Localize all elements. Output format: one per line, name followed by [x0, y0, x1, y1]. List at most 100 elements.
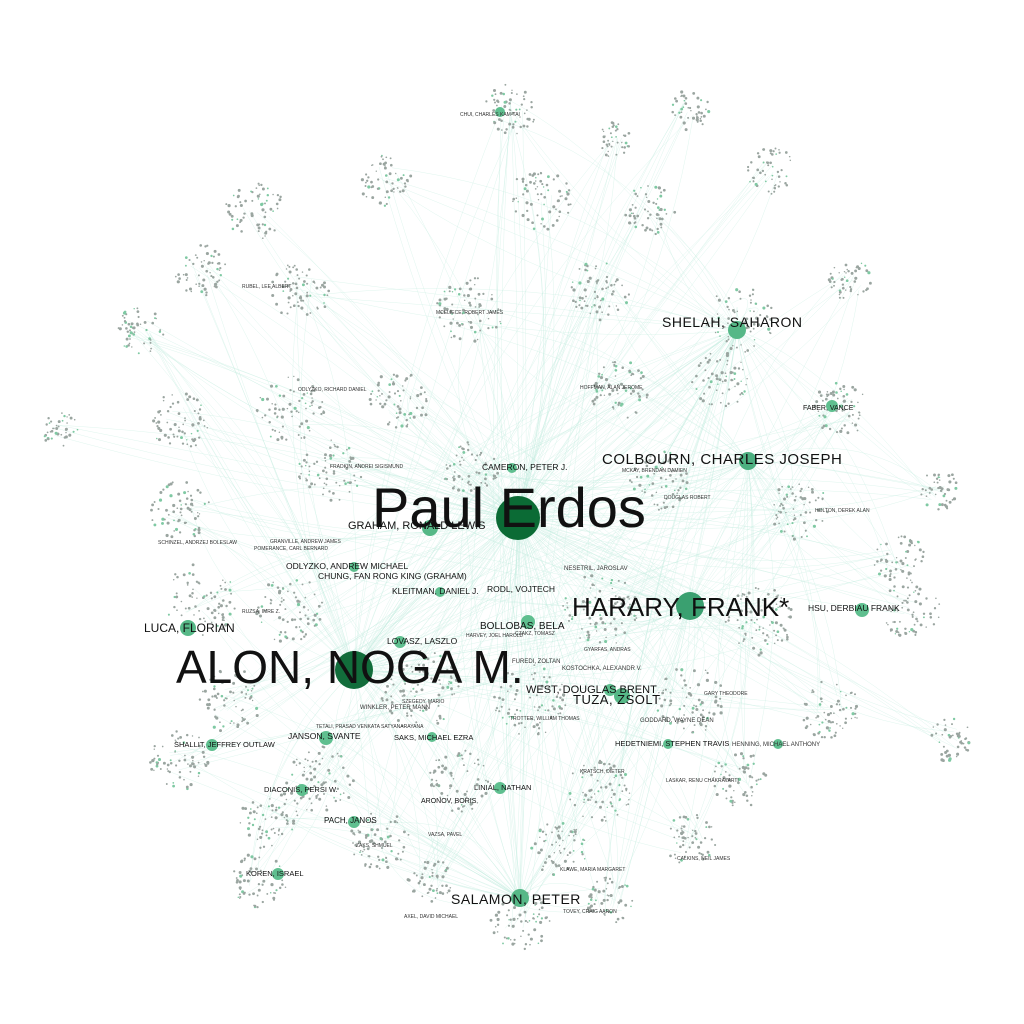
node-cameron[interactable]	[507, 463, 517, 473]
node-tuza[interactable]	[614, 688, 630, 704]
minor-node	[165, 508, 168, 512]
minor-node	[185, 733, 189, 737]
minor-node	[389, 820, 392, 824]
minor-node	[614, 401, 617, 405]
node-pach[interactable]	[348, 816, 360, 828]
minor-node	[508, 122, 512, 126]
minor-node	[572, 860, 575, 863]
node-colbourn[interactable]	[739, 452, 757, 470]
minor-node	[117, 327, 120, 330]
minor-node	[198, 698, 202, 701]
minor-node	[496, 127, 500, 131]
minor-node	[196, 429, 199, 432]
minor-node	[246, 853, 250, 857]
minor-node	[338, 484, 341, 487]
node-janson[interactable]	[319, 731, 333, 745]
node-salamon[interactable]	[511, 889, 529, 907]
edge	[353, 388, 629, 671]
minor-node	[693, 724, 696, 727]
minor-node	[437, 860, 440, 864]
minor-node	[318, 618, 322, 621]
minor-node	[261, 416, 264, 419]
minor-node	[665, 505, 669, 509]
minor-node	[270, 883, 274, 887]
minor-node	[401, 689, 405, 693]
minor-node	[202, 690, 204, 693]
node-graham[interactable]	[422, 520, 438, 536]
node-bollobas[interactable]	[521, 615, 535, 629]
node-shallit[interactable]	[206, 739, 218, 751]
minor-node	[197, 512, 199, 514]
minor-node	[322, 410, 325, 412]
node-koren[interactable]	[272, 868, 284, 880]
minor-node	[448, 683, 450, 685]
node-kleitman[interactable]	[435, 587, 445, 597]
minor-node	[681, 831, 685, 834]
edge	[517, 517, 543, 929]
minor-node	[608, 127, 611, 130]
minor-node	[825, 726, 829, 730]
node-alon[interactable]	[335, 651, 373, 689]
edge	[182, 431, 355, 671]
node-luca[interactable]	[180, 620, 196, 636]
minor-node	[561, 822, 565, 825]
minor-node	[425, 399, 428, 403]
node-diaconis[interactable]	[296, 784, 308, 796]
label-odlyzko: ODLYZKO, ANDREW MICHAEL	[286, 561, 408, 571]
node-henning[interactable]	[773, 739, 783, 749]
node-odlyzko[interactable]	[349, 562, 359, 572]
edge	[301, 290, 691, 607]
node-lovasz[interactable]	[394, 636, 406, 648]
minor-node	[587, 636, 591, 639]
label-czakz: CZAKZ, TOMASZ	[515, 631, 555, 637]
minor-node	[826, 391, 829, 393]
node-harary[interactable]	[676, 592, 704, 620]
minor-node	[310, 482, 314, 486]
minor-node	[760, 609, 763, 612]
node-shelah[interactable]	[728, 321, 746, 339]
edge	[214, 460, 749, 709]
minor-node	[759, 648, 762, 651]
minor-node	[913, 623, 916, 626]
minor-node	[669, 702, 673, 705]
node-west[interactable]	[604, 684, 616, 696]
minor-node	[593, 398, 597, 401]
node-linial[interactable]	[494, 782, 506, 794]
minor-node	[736, 619, 739, 622]
minor-node	[552, 205, 556, 209]
minor-node	[282, 598, 285, 602]
minor-node	[947, 753, 952, 757]
minor-node	[166, 409, 170, 413]
node-erdos[interactable]	[496, 496, 540, 540]
minor-node	[812, 733, 816, 737]
minor-node	[380, 697, 384, 700]
minor-node	[339, 793, 342, 796]
minor-node	[365, 181, 367, 184]
minor-node	[856, 717, 858, 719]
minor-node	[948, 757, 952, 761]
minor-node	[216, 280, 219, 284]
minor-node	[748, 774, 752, 778]
minor-node	[205, 291, 208, 294]
minor-node	[624, 213, 628, 217]
minor-node	[820, 735, 824, 739]
minor-node	[791, 486, 794, 488]
minor-node	[663, 450, 666, 453]
minor-node	[513, 938, 516, 941]
node-faber[interactable]	[826, 400, 838, 412]
minor-node	[493, 121, 497, 125]
minor-node	[179, 511, 182, 514]
minor-node	[737, 367, 741, 370]
label-gary: GARY THEODORE	[704, 691, 748, 697]
minor-node	[402, 679, 405, 681]
node-hsu[interactable]	[855, 603, 869, 617]
minor-node	[707, 377, 710, 380]
minor-node	[665, 718, 668, 722]
node-chui[interactable]	[495, 107, 505, 117]
minor-node	[229, 722, 232, 725]
minor-node	[771, 178, 773, 181]
node-saks[interactable]	[427, 732, 437, 742]
minor-node	[776, 630, 780, 634]
minor-node	[338, 755, 340, 757]
node-hedetniemi[interactable]	[663, 739, 673, 749]
